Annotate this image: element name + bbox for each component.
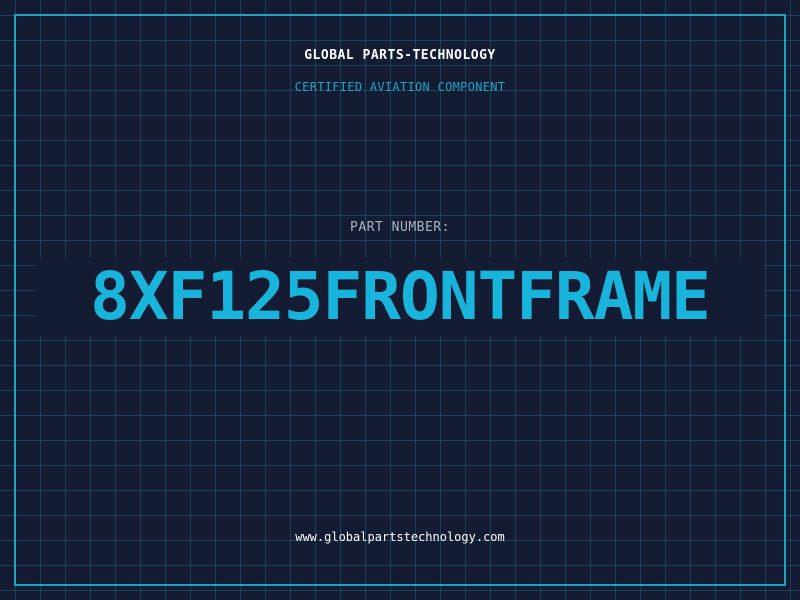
card-border (14, 14, 786, 586)
part-number-value: 8XF125FRONTFRAME (90, 258, 711, 335)
website-url: www.globalpartstechnology.com (295, 530, 505, 544)
certification-subtitle: CERTIFIED AVIATION COMPONENT (294, 80, 506, 94)
brand-name: GLOBAL PARTS-TECHNOLOGY (304, 48, 496, 63)
part-number-backdrop (36, 258, 764, 336)
part-number-label: PART NUMBER: (350, 220, 450, 235)
